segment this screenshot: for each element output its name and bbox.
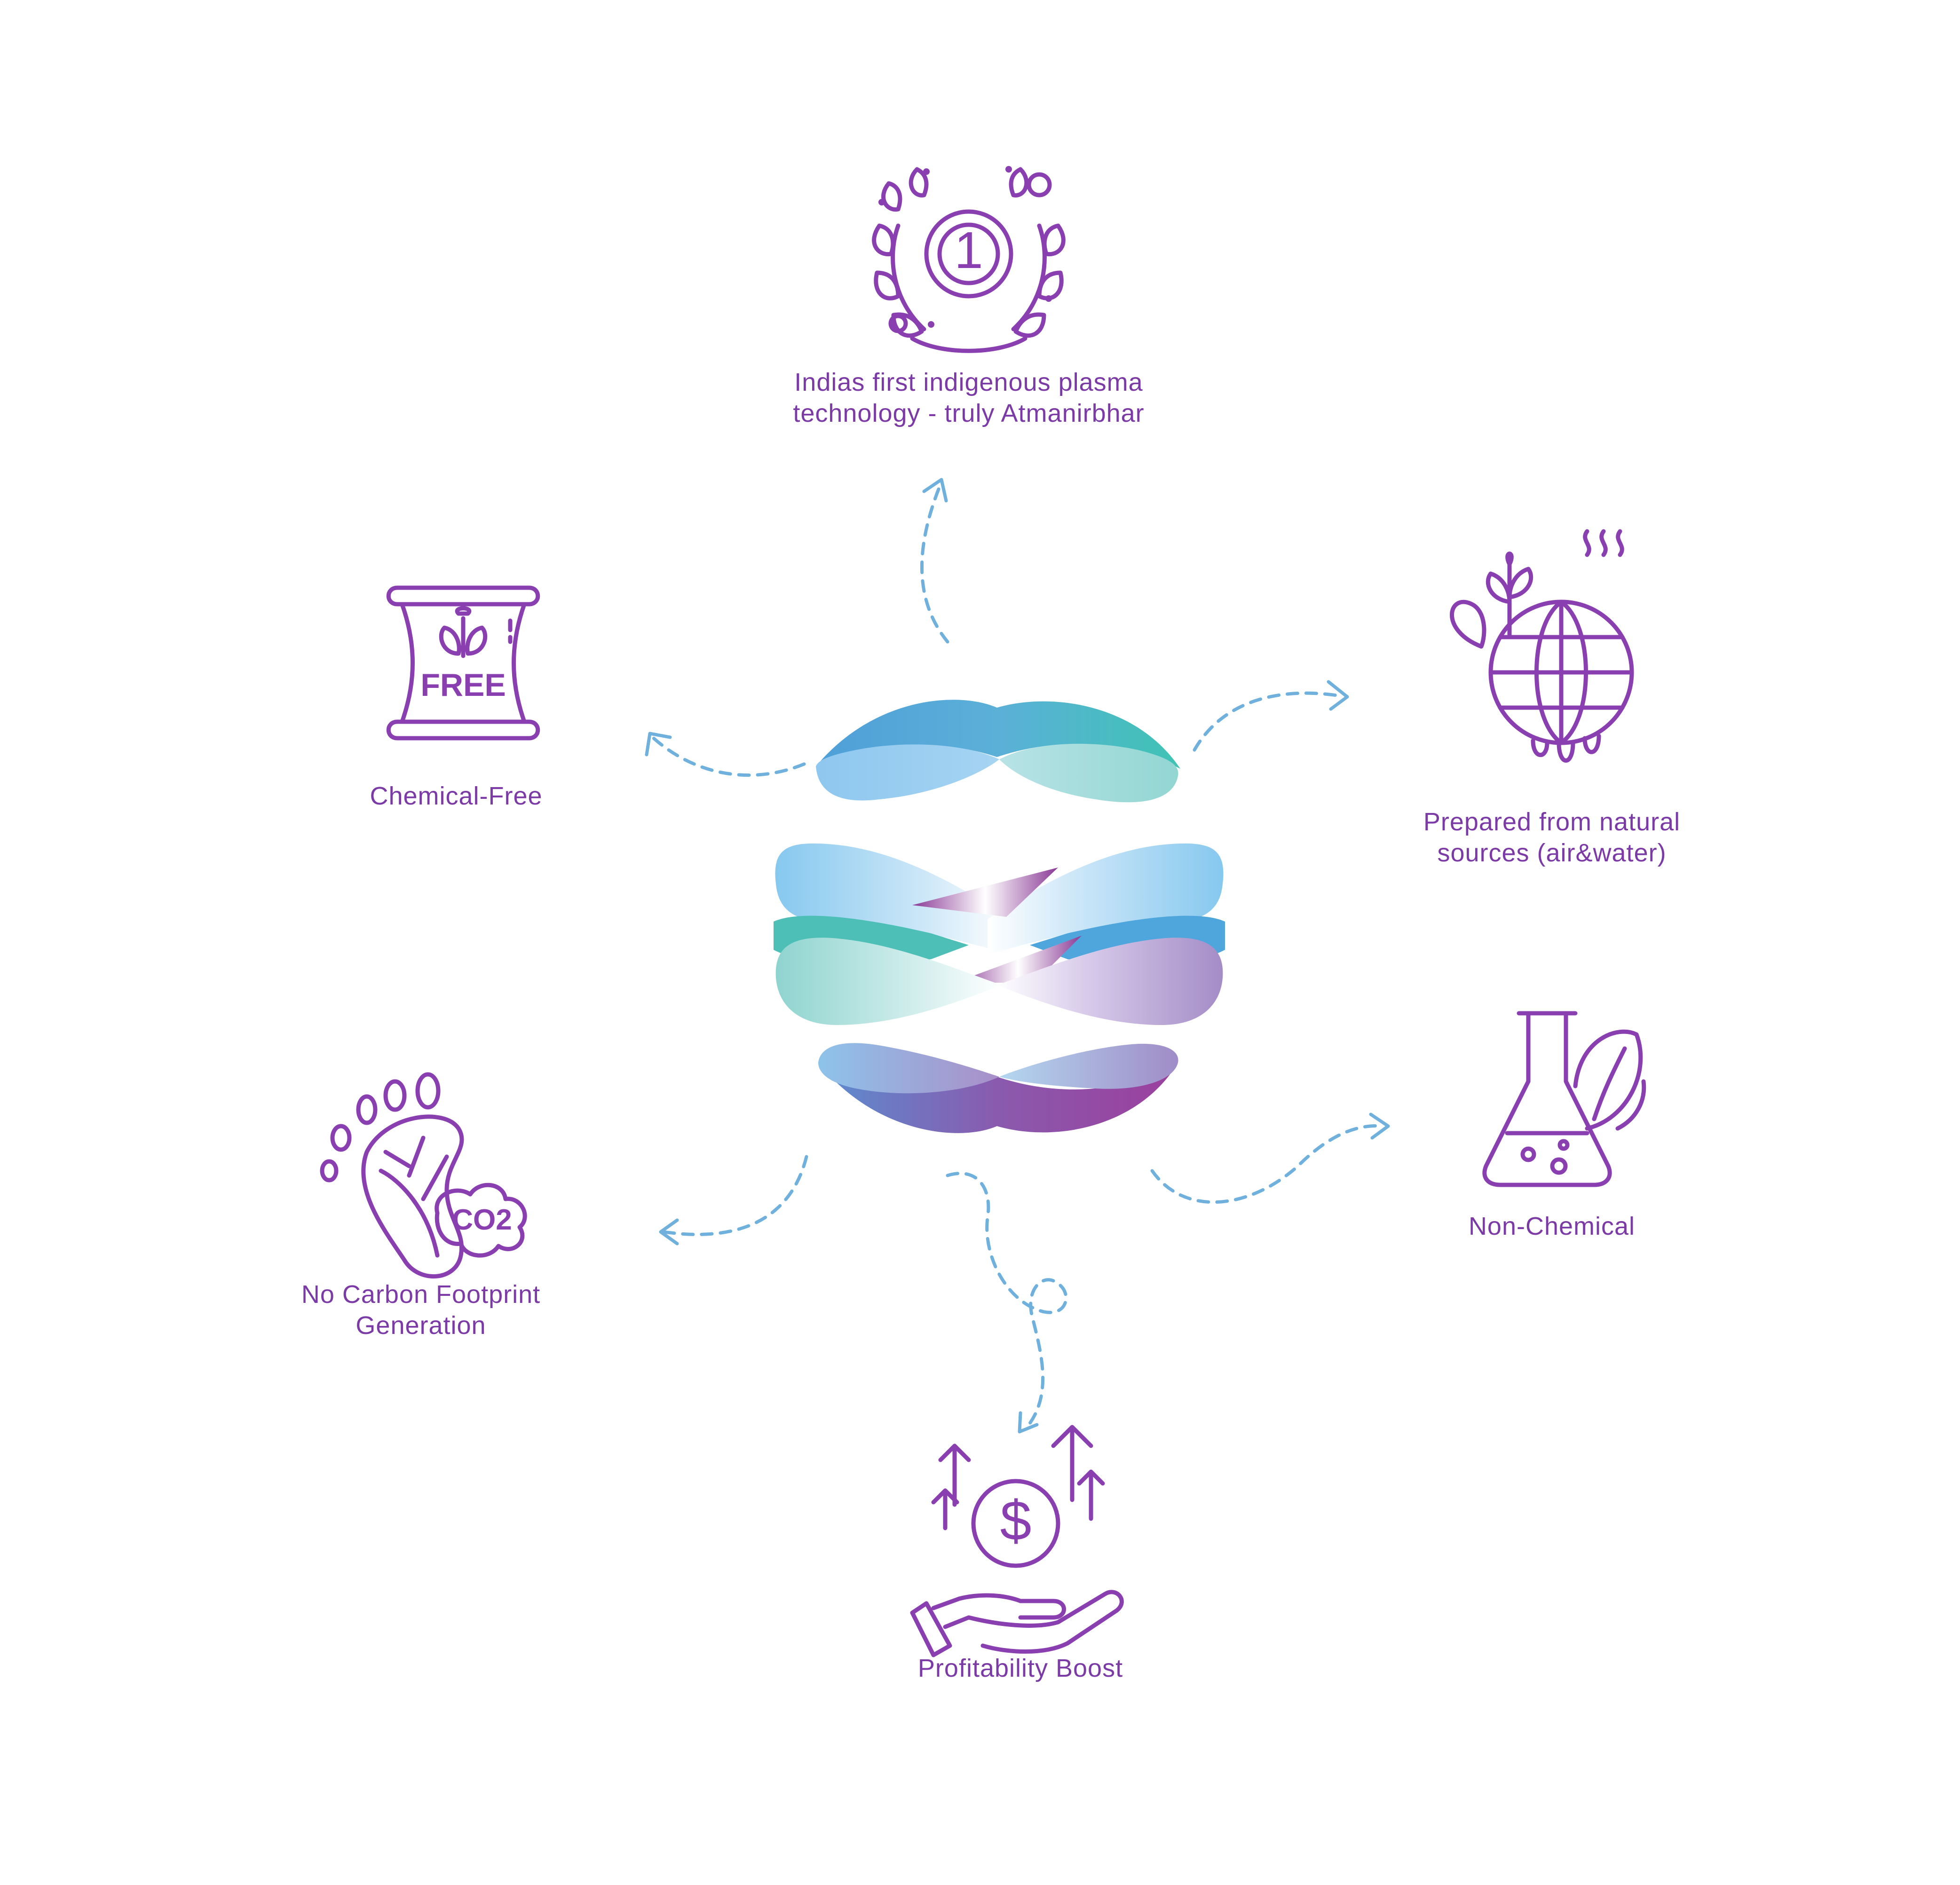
arrow-bottom-left xyxy=(659,1155,808,1246)
arrow-bottom-right xyxy=(1150,1112,1390,1204)
svg-text:$: $ xyxy=(1000,1489,1032,1552)
feature-label-carbon: No Carbon Footprint Generation xyxy=(263,1279,578,1341)
feature-label-top-line2: technology - truly Atmanirbhar xyxy=(793,399,1145,427)
arrow-bottom xyxy=(946,1172,1068,1434)
arrow-top xyxy=(920,478,949,644)
feature-label-carbon-line2: Generation xyxy=(356,1311,486,1340)
arrow-top-left xyxy=(645,732,806,777)
feature-label-non-chemical-line1: Non-Chemical xyxy=(1468,1212,1636,1240)
feature-label-chemical-free-line1: Chemical-Free xyxy=(370,782,543,810)
feature-label-top-line1: Indias first indigenous plasma xyxy=(794,368,1143,396)
free-badge-text: FREE xyxy=(420,667,506,703)
chemical-free-bag-icon: FREE xyxy=(386,585,540,741)
natural-globe-icon xyxy=(1450,529,1634,763)
feature-label-carbon-line1: No Carbon Footprint xyxy=(301,1280,541,1309)
feature-label-natural-sources: Prepared from natural sources (air&water… xyxy=(1387,806,1716,868)
feature-label-profit: Profitability Boost xyxy=(875,1653,1166,1684)
carbon-footprint-icon: CO2 xyxy=(320,1072,527,1278)
arrow-top-right xyxy=(1193,680,1349,752)
medal-icon: 1 xyxy=(872,166,1066,353)
feature-label-top: Indias first indigenous plasma technolog… xyxy=(734,367,1204,429)
feature-label-chemical-free: Chemical-Free xyxy=(329,781,583,812)
feature-label-natural-sources-line2: sources (air&water) xyxy=(1437,839,1667,867)
feature-label-natural-sources-line1: Prepared from natural xyxy=(1423,808,1681,836)
medal-rank: 1 xyxy=(954,221,983,279)
non-chemical-flask-icon xyxy=(1482,1011,1646,1187)
profitability-icon: $ xyxy=(910,1425,1124,1657)
co2-text: CO2 xyxy=(452,1204,512,1236)
feature-label-non-chemical: Non-Chemical xyxy=(1420,1211,1683,1242)
central-logo xyxy=(774,700,1225,1133)
feature-label-profit-line1: Profitability Boost xyxy=(917,1654,1123,1682)
